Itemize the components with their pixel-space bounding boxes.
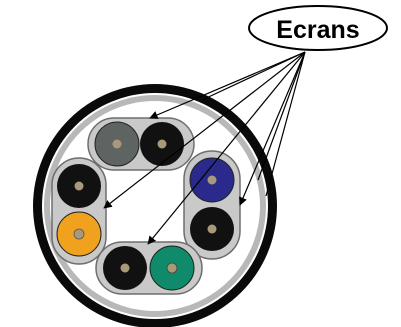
leader-line-left — [103, 51, 306, 209]
pair-left — [51, 157, 107, 265]
leader-line-bottom — [147, 51, 306, 245]
callout-leader-lines — [103, 51, 306, 245]
leader-line-top — [149, 51, 306, 119]
pair-bottom — [95, 241, 203, 295]
conductor-core — [73, 228, 85, 240]
conductor-core — [166, 262, 178, 274]
conductor-core — [120, 263, 130, 273]
conductor-core — [74, 181, 84, 191]
leader-line-right — [239, 51, 306, 206]
callout-bubble: Ecrans — [248, 5, 388, 51]
conductor-core — [207, 224, 217, 234]
conductor-core — [157, 139, 167, 149]
pair-right — [183, 150, 241, 260]
callout-ellipse — [248, 5, 388, 51]
pair-top — [87, 117, 195, 171]
leader-line-sheath-b — [265, 51, 306, 197]
callout-label: Ecrans — [276, 16, 359, 44]
conductor-core — [207, 175, 217, 185]
leader-line-outer-a — [201, 51, 306, 101]
leader-line-sheath-a — [257, 51, 306, 181]
conductor-core — [112, 139, 122, 149]
